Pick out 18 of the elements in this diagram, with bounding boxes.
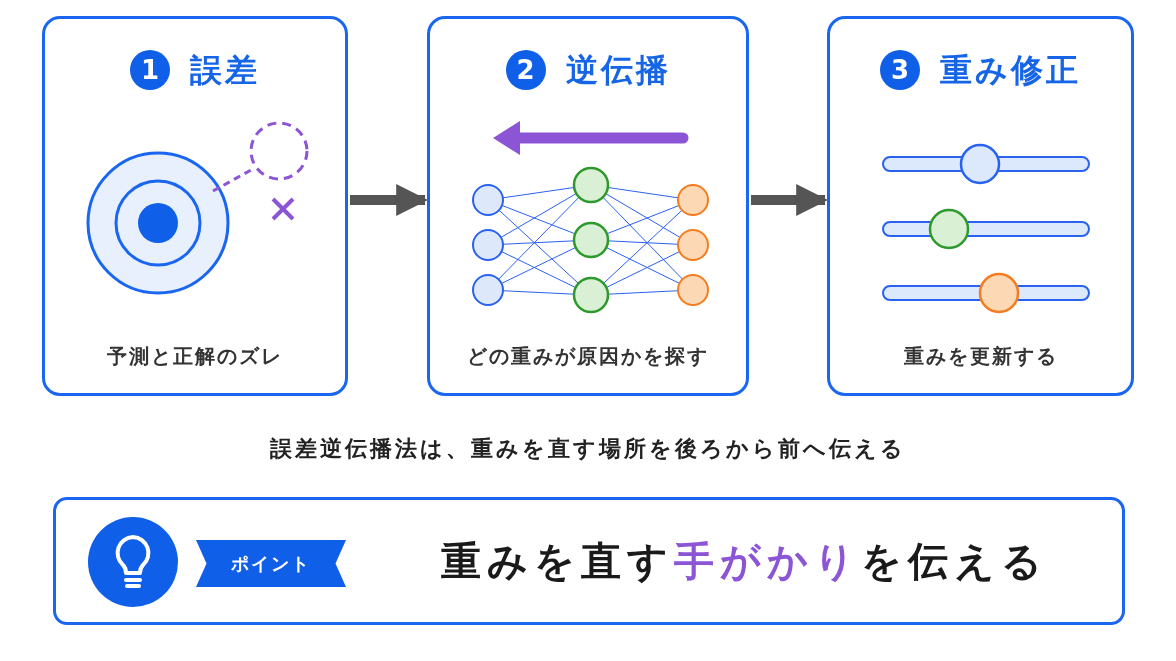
key-message: 重みを直す手がかりを伝える [440, 537, 1048, 586]
step-number-badge: 1 [130, 50, 170, 90]
step-number-badge: 2 [505, 50, 546, 90]
step-title: 重み修正 [940, 54, 1081, 86]
step-card [827, 16, 1134, 396]
step-title: 誤差 [190, 54, 260, 86]
step-number-badge: 3 [880, 50, 920, 90]
step-description: 予測と正解のズレ [107, 343, 283, 370]
point-ribbon: ポイント [196, 540, 346, 587]
step-description: どの重みが原因かを探す [467, 343, 709, 370]
point-panel [53, 497, 1125, 625]
step-card [427, 16, 749, 396]
step-title: 逆伝播 [565, 54, 671, 86]
step-description: 重みを更新する [903, 343, 1058, 370]
step-arrow [350, 184, 429, 216]
summary-caption: 誤差逆伝播法は、重みを直す場所を後ろから前へ伝える [270, 435, 906, 463]
step-card [42, 16, 348, 396]
step-arrow [751, 184, 829, 216]
